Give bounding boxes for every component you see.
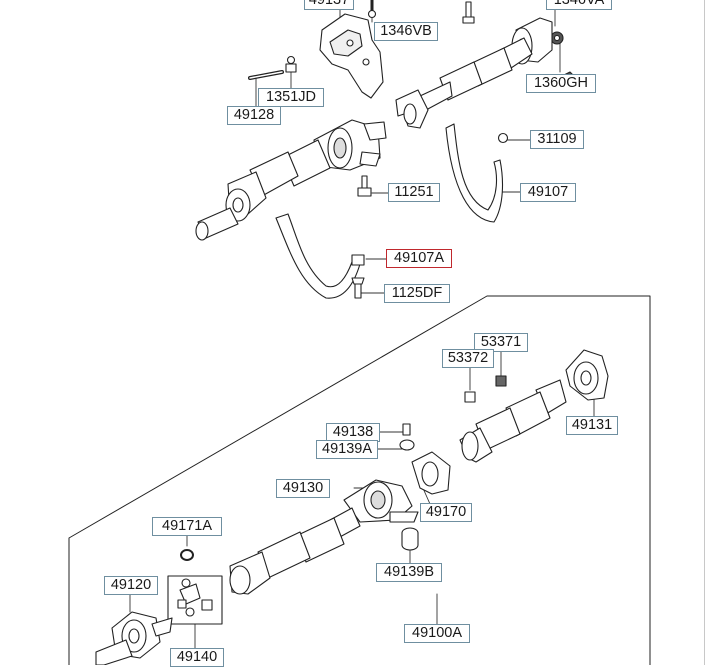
- part-label-49100A[interactable]: 49100A: [404, 624, 470, 643]
- part-label-49107A[interactable]: 49107A: [386, 249, 452, 268]
- part-label-11251[interactable]: 11251: [388, 183, 440, 202]
- part-label-49107[interactable]: 49107: [520, 183, 576, 202]
- part-label-1360GH[interactable]: 1360GH: [526, 74, 596, 93]
- part-label-1351JD[interactable]: 1351JD: [258, 88, 324, 107]
- support-straps: [275, 123, 509, 299]
- part-label-49130[interactable]: 49130: [276, 479, 330, 498]
- part-label-31109[interactable]: 31109: [530, 130, 584, 149]
- lower-shaft: [95, 349, 609, 665]
- part-label-1346VA[interactable]: 1346VA: [546, 0, 612, 10]
- leader-lines: [129, 1, 595, 649]
- part-label-53372[interactable]: 53372: [442, 349, 494, 368]
- part-label-49138[interactable]: 49138: [326, 423, 380, 442]
- part-label-49140[interactable]: 49140: [170, 648, 224, 667]
- part-label-49120[interactable]: 49120: [104, 576, 158, 595]
- part-label-49137[interactable]: 49137: [304, 0, 354, 10]
- part-label-1346VB[interactable]: 1346VB: [374, 22, 438, 41]
- part-label-49171A[interactable]: 49171A: [152, 517, 222, 536]
- part-label-53371[interactable]: 53371: [474, 333, 528, 352]
- part-label-49128[interactable]: 49128: [227, 106, 281, 125]
- part-label-49139A[interactable]: 49139A: [316, 440, 378, 459]
- part-label-1125DF[interactable]: 1125DF: [384, 284, 450, 303]
- part-label-49131[interactable]: 49131: [566, 416, 618, 435]
- assembly-outline: [68, 295, 651, 665]
- upper-shaft: [195, 0, 577, 241]
- part-label-49170[interactable]: 49170: [420, 503, 472, 522]
- part-label-49139B[interactable]: 49139B: [376, 563, 442, 582]
